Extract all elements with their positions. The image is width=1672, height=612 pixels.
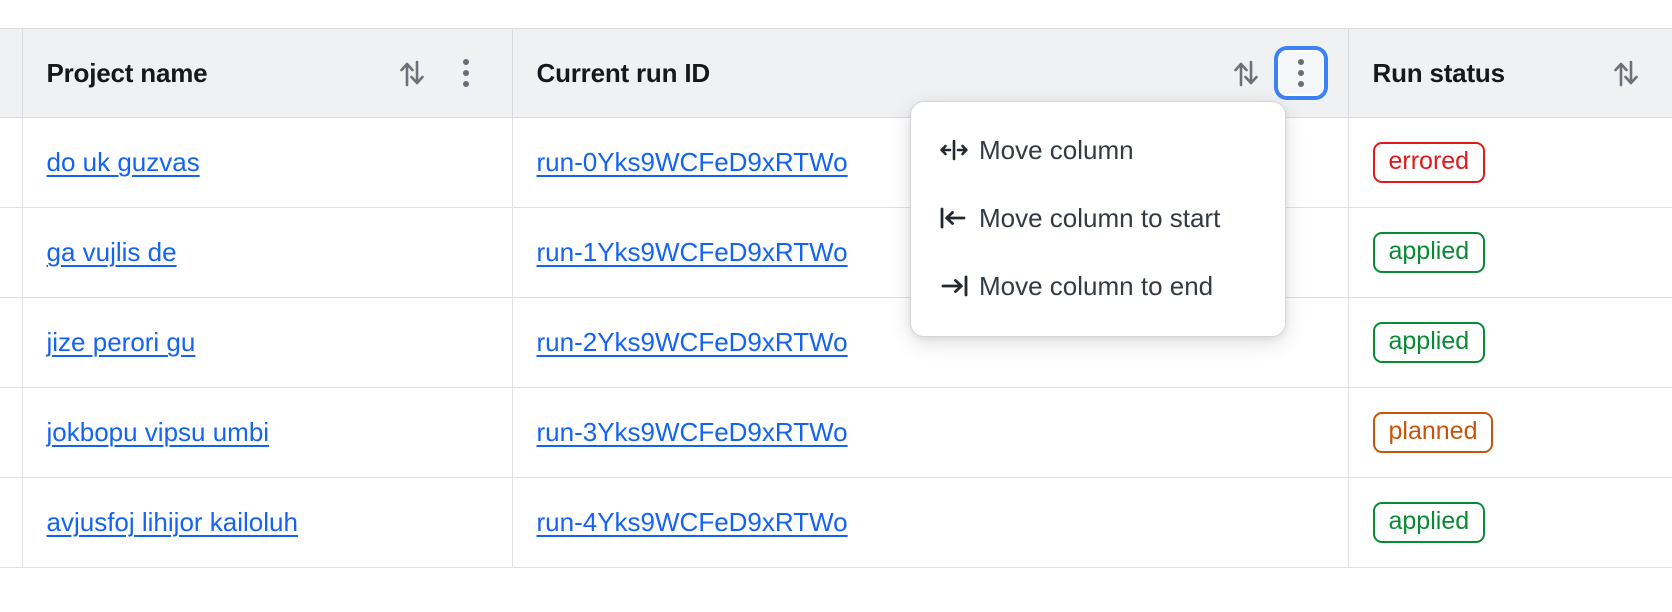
column-header-current-run-id[interactable]: Current run ID: [512, 28, 1349, 118]
project-name-link[interactable]: avjusfoj lihijor kailoluh: [46, 507, 298, 537]
cell-project-name: do uk guzvas: [22, 117, 513, 208]
cell-current-run-id: run-3Yks9WCFeD9xRTWo: [512, 387, 1349, 478]
row-select-cell[interactable]: [0, 477, 23, 568]
cell-project-name: jokbopu vipsu umbi: [22, 387, 513, 478]
column-header-label-run-status: Run status: [1372, 57, 1506, 88]
run-id-link[interactable]: run-4Yks9WCFeD9xRTWo: [536, 507, 848, 537]
run-id-link[interactable]: run-1Yks9WCFeD9xRTWo: [536, 237, 848, 267]
status-badge: planned: [1372, 412, 1494, 453]
run-id-link[interactable]: run-0Yks9WCFeD9xRTWo: [536, 147, 848, 177]
cell-project-name: ga vujlis de: [22, 207, 513, 298]
move-column-to-end-icon: [939, 274, 979, 298]
status-badge: applied: [1372, 232, 1486, 273]
kebab-icon: [462, 59, 469, 87]
cell-run-status: applied: [1348, 477, 1672, 568]
status-badge: errored: [1372, 142, 1486, 183]
column-menu-button-current-run-id[interactable]: [1277, 50, 1324, 96]
row-select-cell[interactable]: [0, 297, 23, 388]
table-row: jize perori gu run-2Yks9WCFeD9xRTWo applie…: [0, 297, 1672, 388]
column-header-project-name[interactable]: Project name: [22, 28, 513, 118]
sort-icon-project-name[interactable]: [390, 51, 434, 95]
cell-project-name: avjusfoj lihijor kailoluh: [22, 477, 513, 568]
projects-table: Project name: [0, 28, 1672, 568]
move-column-to-start-icon: [939, 206, 979, 230]
cell-run-status: errored: [1348, 117, 1672, 208]
project-name-link[interactable]: jize perori gu: [46, 327, 196, 357]
cell-project-name: jize perori gu: [22, 297, 513, 388]
move-column-icon: [939, 138, 979, 162]
cell-run-status: applied: [1348, 207, 1672, 298]
status-badge: applied: [1372, 322, 1486, 363]
table-row: ga vujlis de run-1Yks9WCFeD9xRTWo applied: [0, 207, 1672, 298]
project-name-link[interactable]: do uk guzvas: [46, 147, 200, 177]
row-select-cell[interactable]: [0, 207, 23, 298]
projects-table-container: Project name: [0, 28, 1672, 568]
menu-item-move-column[interactable]: Move column: [911, 116, 1285, 184]
column-context-menu: Move column Move column to start Move co…: [910, 101, 1286, 337]
column-header-label-project-name: Project name: [46, 57, 208, 88]
column-header-label-current-run-id: Current run ID: [536, 57, 711, 88]
menu-item-move-column-to-end[interactable]: Move column to end: [911, 252, 1285, 320]
table-header-row: Project name: [0, 28, 1672, 118]
project-name-link[interactable]: ga vujlis de: [46, 237, 177, 267]
column-header-run-status[interactable]: Run status: [1348, 28, 1672, 118]
row-select-cell[interactable]: [0, 387, 23, 478]
menu-item-label-move-column-to-start: Move column to start: [979, 202, 1221, 233]
cell-run-status: planned: [1348, 387, 1672, 478]
kebab-icon: [1297, 59, 1304, 87]
table-row: do uk guzvas run-0Yks9WCFeD9xRTWo errored: [0, 117, 1672, 208]
table-row: avjusfoj lihijor kailoluh run-4Yks9WCFeD9…: [0, 477, 1672, 568]
project-name-link[interactable]: jokbopu vipsu umbi: [46, 417, 270, 447]
row-select-cell[interactable]: [0, 117, 23, 208]
menu-item-move-column-to-start[interactable]: Move column to start: [911, 184, 1285, 252]
table-header: Project name: [0, 28, 1672, 118]
run-id-link[interactable]: run-3Yks9WCFeD9xRTWo: [536, 417, 848, 447]
cell-current-run-id: run-4Yks9WCFeD9xRTWo: [512, 477, 1349, 568]
column-header-select: [0, 28, 23, 118]
sort-icon-current-run-id[interactable]: [1224, 51, 1268, 95]
column-menu-button-project-name[interactable]: [444, 51, 488, 95]
run-id-link[interactable]: run-2Yks9WCFeD9xRTWo: [536, 327, 848, 357]
menu-item-label-move-column-to-end: Move column to end: [979, 270, 1214, 301]
sort-icon-run-status[interactable]: [1604, 51, 1648, 95]
table-row: jokbopu vipsu umbi run-3Yks9WCFeD9xRTWo pl…: [0, 387, 1672, 478]
menu-item-label-move-column: Move column: [979, 134, 1134, 165]
status-badge: applied: [1372, 502, 1486, 543]
cell-run-status: applied: [1348, 297, 1672, 388]
table-body: do uk guzvas run-0Yks9WCFeD9xRTWo errored g…: [0, 117, 1672, 568]
